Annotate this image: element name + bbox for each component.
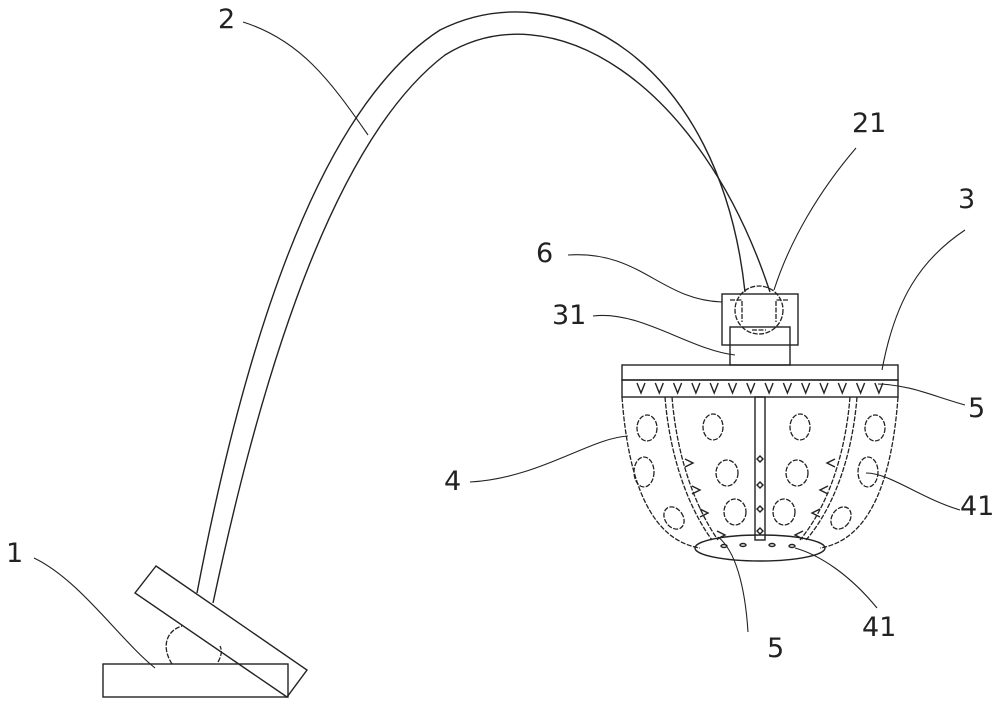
basket-holes bbox=[633, 413, 886, 549]
leader-21 bbox=[773, 147, 857, 291]
rib-spike bbox=[825, 458, 836, 468]
spike bbox=[819, 382, 829, 395]
joint-inner bbox=[730, 299, 788, 331]
leader-5-top bbox=[877, 383, 966, 406]
rib-spike bbox=[818, 485, 829, 495]
spike bbox=[672, 382, 683, 395]
right-rib bbox=[799, 396, 858, 541]
leader-3 bbox=[881, 229, 966, 371]
rib-stud bbox=[756, 455, 764, 463]
basket-left-edge bbox=[621, 396, 701, 549]
stem bbox=[729, 326, 791, 366]
hole bbox=[785, 459, 809, 487]
spike-strip bbox=[621, 379, 899, 398]
basket-right-edge bbox=[819, 396, 899, 549]
bottom-hole bbox=[768, 542, 776, 548]
leader-1 bbox=[33, 557, 156, 669]
hinge-arc bbox=[165, 625, 183, 665]
spike bbox=[636, 382, 646, 395]
basket-bottom bbox=[694, 534, 826, 562]
spike bbox=[709, 382, 719, 395]
label-tube-end: 21 bbox=[852, 108, 887, 139]
hole bbox=[715, 459, 739, 487]
rib-spike bbox=[699, 508, 710, 518]
spike bbox=[855, 382, 866, 395]
rib-stud bbox=[756, 481, 764, 489]
label-spikes-top: 5 bbox=[968, 393, 986, 424]
center-rib bbox=[754, 396, 766, 541]
hole bbox=[636, 414, 658, 442]
tube-end-ball bbox=[734, 285, 784, 335]
label-tube: 2 bbox=[218, 4, 236, 35]
leader-31 bbox=[592, 314, 736, 356]
spike bbox=[782, 382, 793, 395]
label-spikes-bottom: 5 bbox=[767, 633, 785, 664]
label-joint-box: 6 bbox=[536, 238, 554, 269]
spike bbox=[874, 382, 884, 395]
rib-spike bbox=[691, 485, 702, 495]
left-rib bbox=[664, 396, 719, 541]
joint-box bbox=[721, 293, 799, 346]
tube-outer bbox=[196, 11, 746, 594]
spike bbox=[837, 382, 847, 395]
label-stem: 31 bbox=[552, 300, 587, 331]
hole bbox=[830, 506, 852, 530]
rib-stud bbox=[756, 527, 764, 535]
label-basket: 4 bbox=[444, 466, 462, 497]
hole bbox=[723, 498, 747, 526]
tube-inner bbox=[212, 33, 771, 604]
leader-41-bottom bbox=[794, 547, 878, 609]
spike bbox=[764, 382, 774, 395]
hole bbox=[772, 498, 796, 526]
rib-spike bbox=[810, 508, 821, 518]
hole bbox=[633, 456, 655, 488]
rib-stud bbox=[756, 505, 764, 513]
leader-4 bbox=[469, 435, 629, 483]
rib-spike bbox=[684, 458, 695, 468]
spike bbox=[746, 382, 756, 395]
leader-5-bottom bbox=[717, 536, 749, 633]
label-base: 1 bbox=[6, 538, 24, 569]
spike bbox=[801, 382, 811, 395]
leader-41-side bbox=[865, 472, 961, 511]
hole bbox=[702, 413, 724, 441]
tilted-plate bbox=[133, 565, 308, 698]
label-holes-bottom: 41 bbox=[862, 612, 897, 643]
hinge-arc-right bbox=[217, 645, 222, 663]
hole bbox=[864, 414, 886, 442]
bottom-hole bbox=[788, 543, 796, 549]
hole bbox=[789, 413, 811, 441]
top-spikes bbox=[636, 382, 884, 395]
spike bbox=[654, 382, 664, 395]
hole bbox=[857, 456, 879, 488]
label-top-plate: 3 bbox=[958, 184, 976, 215]
top-plate bbox=[621, 364, 899, 381]
leader-2 bbox=[242, 21, 369, 136]
spike bbox=[691, 382, 701, 395]
spike bbox=[727, 382, 738, 395]
leader-6 bbox=[567, 254, 723, 303]
label-holes-side: 41 bbox=[960, 491, 995, 522]
rib-spike bbox=[793, 530, 804, 540]
hole bbox=[663, 506, 685, 530]
base-block bbox=[102, 663, 289, 698]
bottom-hole bbox=[739, 542, 747, 548]
